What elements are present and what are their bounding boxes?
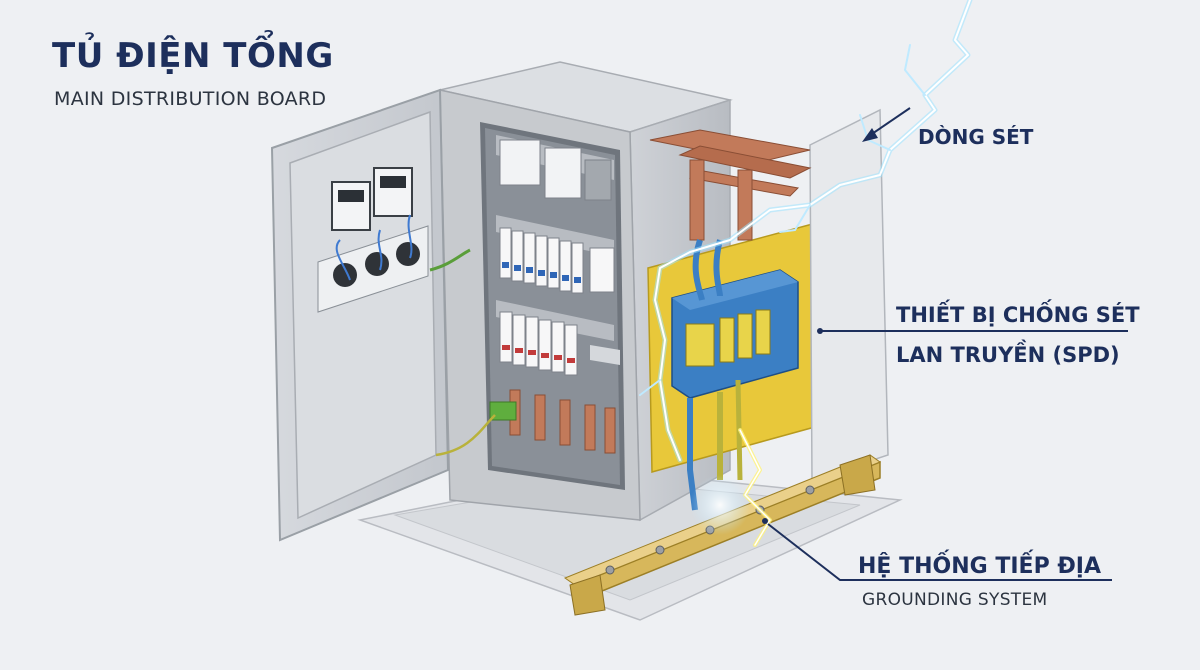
cabinet-door — [270, 88, 496, 542]
ground-leader-line — [767, 523, 1112, 581]
breaker-rows — [489, 135, 620, 454]
side-panel — [809, 108, 889, 482]
copper-busbars — [649, 129, 812, 241]
spd-label-line2: LAN TRUYỀN (SPD) — [896, 343, 1120, 367]
page-title: TỦ ĐIỆN TỔNG — [52, 36, 334, 76]
lightning-bolt — [639, 0, 973, 547]
page-subtitle: MAIN DISTRIBUTION BOARD — [54, 88, 327, 110]
spd-label-line1: THIẾT BỊ CHỐNG SÉT — [896, 303, 1140, 327]
grounding-label: HỆ THỐNG TIẾP ĐỊA — [858, 554, 1101, 579]
lightning-current-label: DÒNG SÉT — [918, 125, 1034, 149]
grounding-label-english: GROUNDING SYSTEM — [862, 590, 1048, 610]
callout-lines — [762, 107, 1128, 581]
